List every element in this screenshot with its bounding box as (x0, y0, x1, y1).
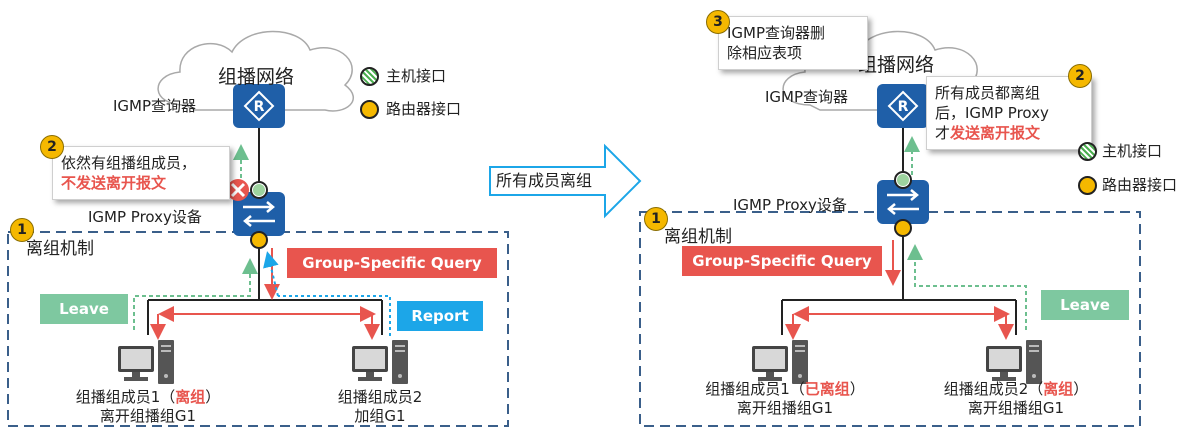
callout-line: 才 (935, 124, 951, 142)
report-tag-left: Report (397, 301, 483, 331)
gsq-tag-left: Group-Specific Query (287, 248, 497, 278)
callout-line: 除相应表项 (727, 44, 803, 62)
caption-text: 离开组播组G1 (736, 399, 834, 417)
step-badge: 1 (10, 218, 34, 242)
proxy-label-left: IGMP Proxy设备 (88, 208, 202, 226)
querier-label-right: IGMP查询器 (765, 88, 849, 106)
member1-caption-right: 组播组成员1（已离组） 离开组播组G1 (680, 380, 890, 418)
member2-caption-left: 组播组成员2 加组G1 (300, 388, 460, 426)
caption-text: 组播组成员2 (337, 388, 423, 406)
cloud-label-right: 组播网络 (858, 54, 935, 76)
member1-caption-left: 组播组成员1（离组） 离开组播组G1 (48, 388, 248, 426)
callout-line-emphasis: 不发送离开报文 (61, 174, 167, 192)
router-interface-legend-icon (360, 100, 379, 119)
querier-router-left (232, 83, 286, 129)
leave-tag-right: Leave (1041, 290, 1129, 320)
caption-text: 离开组播组G1 (99, 407, 197, 425)
member2-caption-right: 组播组成员2（离组） 离开组播组G1 (916, 380, 1116, 418)
transition-label: 所有成员离组 (496, 171, 593, 190)
callout-line: 所有成员都离组 (935, 84, 1041, 102)
callout-line: IGMP查询器删 (727, 24, 826, 42)
callout-step2-right: 所有成员都离组 后，IGMP Proxy 才发送离开报文 (926, 76, 1092, 150)
leave-tag-left: Leave (40, 294, 128, 324)
callout-line: 后，IGMP Proxy (935, 104, 1049, 122)
proxy-label-right: IGMP Proxy设备 (733, 196, 847, 214)
caption-text: ） (849, 380, 865, 398)
pc-member1-left (118, 340, 174, 384)
host-interface-legend-icon (360, 67, 379, 86)
legend-router-right: 路由器接口 (1102, 176, 1178, 194)
caption-text: ） (205, 388, 221, 406)
cloud-label-left: 组播网络 (218, 66, 295, 88)
step-badge: 2 (40, 135, 64, 159)
pc-member2-left (352, 340, 408, 384)
transition-arrow (489, 143, 642, 219)
querier-router-right (876, 83, 930, 129)
caption-text: 加组G1 (354, 407, 406, 425)
caption-text: 组播组成员1（ (75, 388, 176, 406)
legend-router-left: 路由器接口 (386, 100, 462, 118)
caption-text: 离开组播组G1 (967, 399, 1065, 417)
pc-member2-right (986, 340, 1042, 384)
caption-text: ） (1073, 380, 1089, 398)
step-badge: 1 (644, 207, 668, 231)
caption-text: 组播组成员2（ (943, 380, 1044, 398)
pc-member1-right (752, 340, 808, 384)
legend-host-left: 主机接口 (386, 67, 447, 85)
host-interface-legend-icon (1078, 142, 1097, 161)
caption-emphasis: 已离组 (804, 380, 850, 398)
router-interface-legend-icon (1078, 176, 1097, 195)
step-badge: 2 (1068, 64, 1092, 88)
caption-emphasis: 离组 (1043, 380, 1074, 398)
cloud-left (157, 30, 354, 112)
callout-step3-right: IGMP查询器删 除相应表项 (718, 16, 868, 70)
legend-host-right: 主机接口 (1102, 142, 1163, 160)
caption-emphasis: 离组 (175, 388, 206, 406)
caption-text: 组播组成员1（ (705, 380, 805, 398)
callout-step2-left: 依然有组播组成员， 不发送离开报文 (52, 146, 230, 200)
mechanism-title-left: 离组机制 (26, 239, 94, 259)
step-badge: 3 (706, 10, 730, 34)
querier-label-left: IGMP查询器 (113, 97, 197, 115)
mechanism-title-right: 离组机制 (664, 227, 732, 247)
gsq-tag-right: Group-Specific Query (682, 246, 882, 276)
callout-line: 依然有组播组成员， (61, 154, 197, 172)
callout-line-emphasis: 发送离开报文 (950, 124, 1041, 142)
